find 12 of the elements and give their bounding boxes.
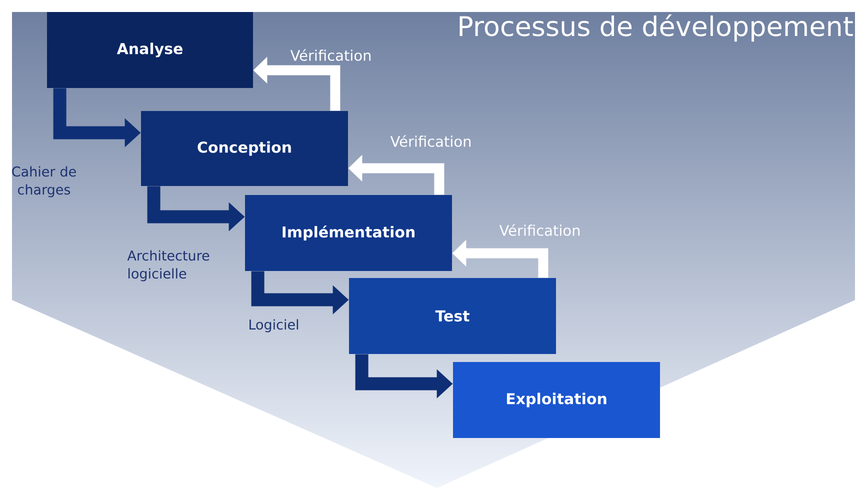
process-box: Implémentation bbox=[245, 195, 452, 271]
process-box: Test bbox=[349, 278, 556, 354]
edge-label: Logiciel bbox=[250, 319, 298, 332]
edge-label: Architecture logicielle bbox=[127, 250, 210, 282]
title: Processus de développement bbox=[460, 14, 853, 42]
edge-label: Cahier de charges bbox=[12, 166, 76, 198]
edge-label: Vérification bbox=[290, 49, 371, 61]
edge-label: Vérification bbox=[499, 224, 580, 236]
process-box: Analyse bbox=[47, 12, 253, 88]
edge-label: Vérification bbox=[390, 135, 471, 147]
process-box: Exploitation bbox=[453, 362, 660, 438]
process-box: Conception bbox=[141, 111, 348, 186]
